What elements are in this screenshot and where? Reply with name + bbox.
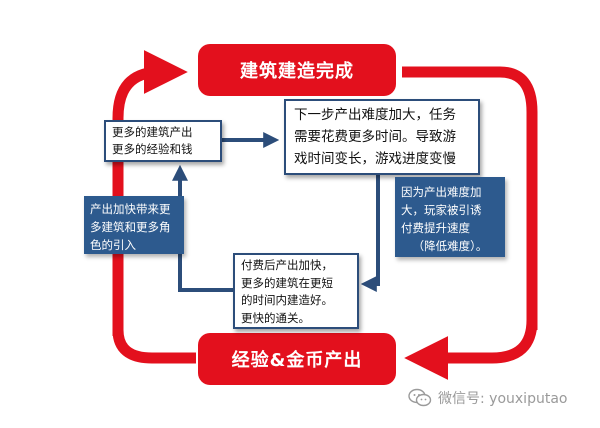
watermark-text: 微信号: youxiputao — [438, 391, 568, 407]
cycle-arrow-bottom-right — [404, 319, 538, 380]
box-bottom-line-4: 更快的通关。 — [241, 310, 310, 325]
box-left-line-2: 更多的经验和钱 — [112, 142, 193, 156]
side-right-line-3: 付费提升速度 — [401, 221, 470, 235]
box-more-output: 更多的建筑产出 更多的经验和钱 — [104, 120, 222, 162]
box-bottom-line-3: 的时间内建造好。 — [241, 293, 333, 307]
inner-arrow-right-to-bottom — [360, 175, 380, 292]
box-bottom-line-2: 更多的建筑在更短 — [241, 275, 333, 290]
side-right-line-4: （降低难度）。 — [412, 239, 488, 253]
box-right-line-3: 戏时间变长，游戏进度变慢 — [294, 151, 456, 167]
cycle-arrow-bottom-left — [112, 329, 196, 364]
side-note-right: 因为产出难度加 大，玩家被引诱 付费提升速度 （降低难度）。 — [395, 177, 505, 257]
cycle-arrow-top-right — [402, 66, 538, 330]
bottom-stage-label: 经验&金币产出 — [231, 350, 363, 371]
side-note-left: 产出加快带来更 多建筑和更多角 色的引入 — [84, 196, 184, 254]
box-next-difficulty: 下一步产出难度加大，任务 需要花费更多时间。导致游 戏时间变长，游戏进度变慢 — [284, 99, 480, 175]
box-bottom-line-1: 付费后产出加快， — [241, 258, 333, 272]
box-paid-speedup: 付费后产出加快， 更多的建筑在更短 的时间内建造好。 更快的通关。 — [233, 253, 359, 329]
side-left-line-3: 色的引入 — [90, 238, 136, 252]
side-left-line-1: 产出加快带来更 — [90, 202, 171, 216]
cycle-arrow-top-left — [112, 50, 188, 336]
watermark: 微信号: youxiputao — [408, 387, 567, 409]
top-stage-pill: 建筑建造完成 — [198, 44, 396, 96]
side-left-line-2: 多建筑和更多角 — [90, 220, 171, 234]
box-left-line-1: 更多的建筑产出 — [112, 125, 193, 139]
inner-arrow-bottom-to-left — [172, 164, 233, 292]
box-right-line-2: 需要花费更多时间。导致游 — [294, 129, 456, 145]
top-stage-label: 建筑建造完成 — [240, 61, 354, 82]
side-right-line-2: 大，玩家被引诱 — [401, 203, 482, 217]
bottom-stage-pill: 经验&金币产出 — [198, 333, 396, 385]
side-right-line-1: 因为产出难度加 — [401, 185, 482, 199]
wechat-icon — [408, 388, 432, 407]
box-right-line-1: 下一步产出难度加大，任务 — [294, 107, 456, 123]
